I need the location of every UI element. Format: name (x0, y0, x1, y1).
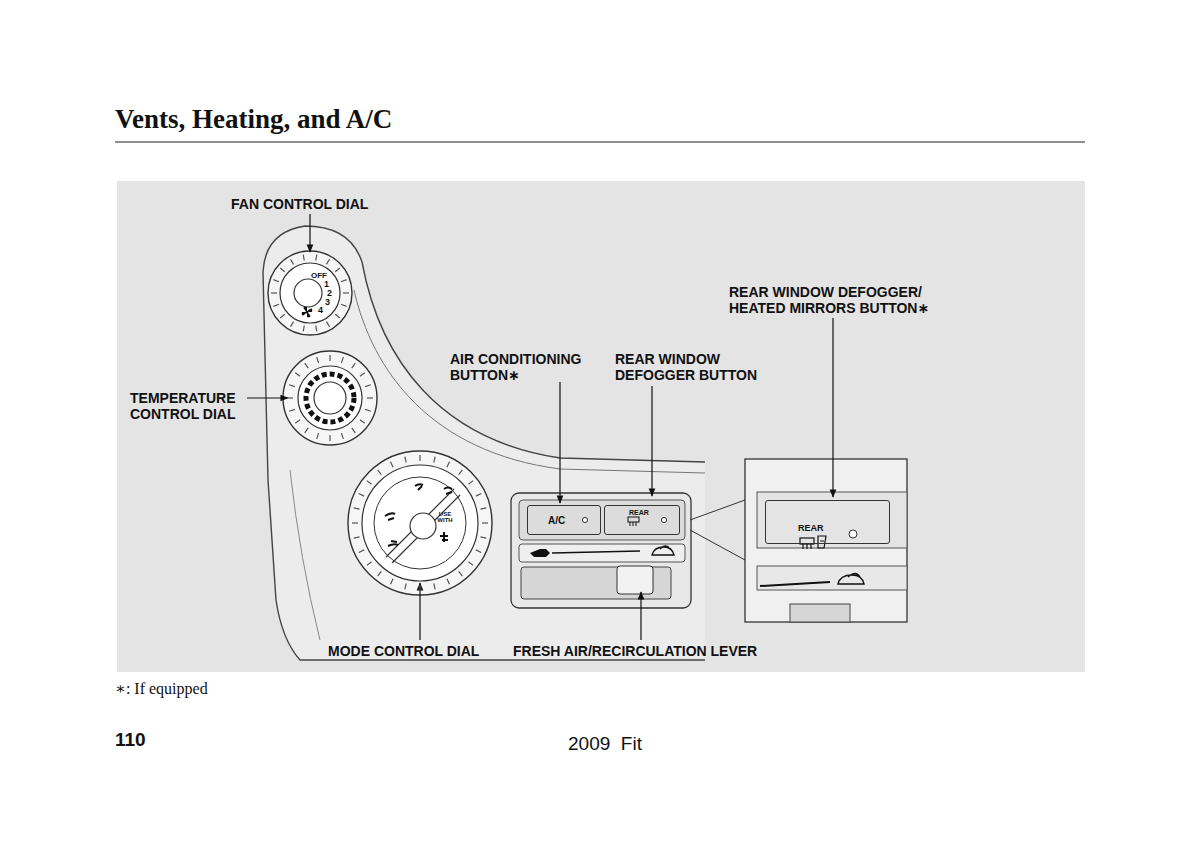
callout-label: AIR CONDITIONING BUTTON∗ (450, 351, 600, 383)
lever-scale (757, 566, 907, 590)
button-recess (519, 500, 685, 540)
mode-symbol (385, 484, 452, 546)
lever-knob (617, 566, 653, 594)
defogger-mirror-symbol (800, 536, 826, 549)
indicator-light (849, 530, 857, 538)
button-recess (757, 492, 907, 548)
inset-pointer (690, 530, 745, 560)
figure-panel (117, 181, 1085, 672)
indicator-light (661, 517, 666, 522)
fan-dial-knob (294, 279, 322, 307)
callout-label: MODE CONTROL DIAL (328, 643, 479, 659)
callout-label: FRESH AIR/RECIRCULATION LEVER (513, 643, 757, 659)
title-rule (115, 141, 1085, 142)
console-edge (290, 470, 320, 640)
lever-slot (790, 604, 850, 622)
lever-scale (519, 544, 685, 562)
callout-label: REAR WINDOW DEFOGGER BUTTON (615, 351, 775, 383)
page-title: Vents, Heating, and A/C (115, 104, 392, 135)
fan-dial-face (280, 263, 340, 323)
bezel-ticks (271, 255, 349, 332)
control-panel (511, 493, 691, 608)
inset-frame (745, 459, 907, 622)
dial-mark: USE WITH (437, 511, 453, 523)
control-button: REAR (604, 505, 680, 535)
fan-dial-bezel (268, 251, 352, 335)
fan-symbol (302, 307, 313, 318)
control-button: REAR (765, 500, 890, 544)
dial-mark: OFF (311, 271, 327, 280)
dial-mark: 1 (324, 279, 329, 289)
defogger-symbol (628, 517, 639, 526)
callout-label: TEMPERATURE CONTROL DIAL (130, 390, 250, 422)
recirculation-symbol (838, 574, 864, 585)
dial-mark: 4 (318, 305, 323, 315)
indicator-light (582, 517, 587, 522)
callout-label: FAN CONTROL DIAL (231, 196, 368, 212)
leader-line (247, 214, 833, 640)
footnote: ∗: If equipped (115, 680, 208, 698)
mode-dial-ring (374, 477, 466, 569)
mode-dial-face (362, 465, 478, 581)
bezel-ticks (287, 355, 373, 441)
button-label: REAR (629, 509, 649, 516)
callout-label: REAR WINDOW DEFOGGER/ HEATED MIRRORS BUT… (729, 284, 947, 316)
model-name: 2009 Fit (568, 733, 642, 755)
page-number: 110 (115, 729, 146, 751)
control-button: A/C (527, 505, 601, 535)
mode-dial-bezel (348, 451, 492, 595)
bezel-ticks (352, 455, 488, 591)
temperature-dial-knob (314, 382, 346, 414)
recirculation-symbol (652, 546, 674, 555)
temperature-dial-bezel (283, 351, 377, 445)
console-face (263, 226, 705, 660)
button-label: REAR (798, 523, 824, 533)
fresh-air-symbol (530, 549, 550, 557)
inset-pointer (690, 500, 745, 520)
dial-mark: 2 (327, 288, 332, 298)
lever-scale-line (552, 551, 640, 553)
mode-dial-knob (386, 489, 460, 563)
console-edge (263, 226, 705, 462)
button-label: A/C (548, 515, 565, 526)
dial-mark: 3 (325, 297, 330, 307)
lever-scale-line (760, 582, 830, 586)
lever-slot (521, 567, 671, 599)
temperature-scale (306, 374, 354, 422)
temperature-dial-face (298, 366, 362, 430)
